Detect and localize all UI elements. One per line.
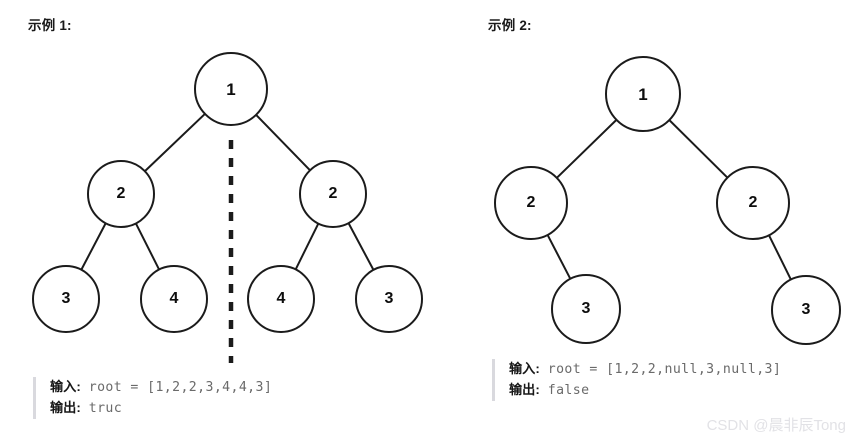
example-2-input-label: 输入:	[509, 361, 540, 376]
example-1-input-value: root = [1,2,2,3,4,4,3]	[88, 380, 273, 395]
tree-2-node-node-label: 1	[638, 84, 648, 104]
example-2-output-row: 输出: false	[509, 380, 781, 401]
tree-2-node-node-label: 3	[581, 300, 591, 317]
tree-1-node-node: 3	[32, 265, 100, 333]
example-2-output-label: 输出:	[509, 382, 540, 397]
example-1-output-value: truc	[88, 401, 123, 416]
tree-1-node-node-label: 4	[169, 290, 179, 307]
tree-1-node-node: 3	[355, 265, 423, 333]
example-1-input-row: 输入: root = [1,2,2,3,4,4,3]	[50, 377, 272, 398]
example-2-panel: 示例 2:	[445, 0, 858, 443]
example-2-title: 示例 2:	[488, 18, 532, 33]
tree-1-node-node-label: 1	[226, 79, 236, 99]
example-2-caption: 输入: root = [1,2,2,null,3,null,3] 输出: fal…	[492, 359, 781, 401]
tree-1-node-node: 2	[87, 160, 155, 228]
example-1-output-row: 输出: truc	[50, 398, 272, 419]
example-2-input-value: root = [1,2,2,null,3,null,3]	[547, 362, 782, 377]
example-2-output-value: false	[547, 383, 590, 398]
example-1-output-label: 输出:	[50, 400, 81, 415]
example-1-caption: 输入: root = [1,2,2,3,4,4,3] 输出: truc	[33, 377, 272, 419]
csdn-watermark: CSDN @晨非辰Tong	[706, 417, 846, 434]
tree-1-node-node: 4	[140, 265, 208, 333]
tree-1-node-node: 2	[299, 160, 367, 228]
example-1-input-label: 输入:	[50, 379, 81, 394]
tree-2-node-node-label: 2	[748, 194, 758, 211]
tree-2-node-node: 2	[494, 166, 568, 240]
example-1-panel: 示例 1: 1 2 2 3 4 4 3 输入: root = [1,2,2,3,4,4,3]…	[28, 18, 423, 419]
tree-1-node-node-label: 2	[328, 185, 338, 202]
example-2-input-row: 输入: root = [1,2,2,null,3,null,3]	[509, 359, 781, 380]
tree-1-node-node-label: 3	[384, 290, 394, 307]
tree-1-node-node-label: 4	[276, 290, 286, 307]
tree-2-node-node: 3	[771, 275, 841, 345]
tree-2-node-node: 2	[716, 166, 790, 240]
tree-2-node-node-label: 3	[801, 301, 811, 318]
tree-2-node-node-label: 2	[526, 194, 536, 211]
tree-1-node-node: 1	[194, 52, 268, 126]
tree-1-node-node: 4	[247, 265, 315, 333]
tree-2-node-node: 1	[605, 56, 681, 132]
tree-1-node-node-label: 3	[61, 290, 71, 307]
example-1-title: 示例 1:	[28, 18, 72, 33]
tree-2-node-node: 3	[551, 274, 621, 344]
tree-1-node-node-label: 2	[116, 185, 126, 202]
